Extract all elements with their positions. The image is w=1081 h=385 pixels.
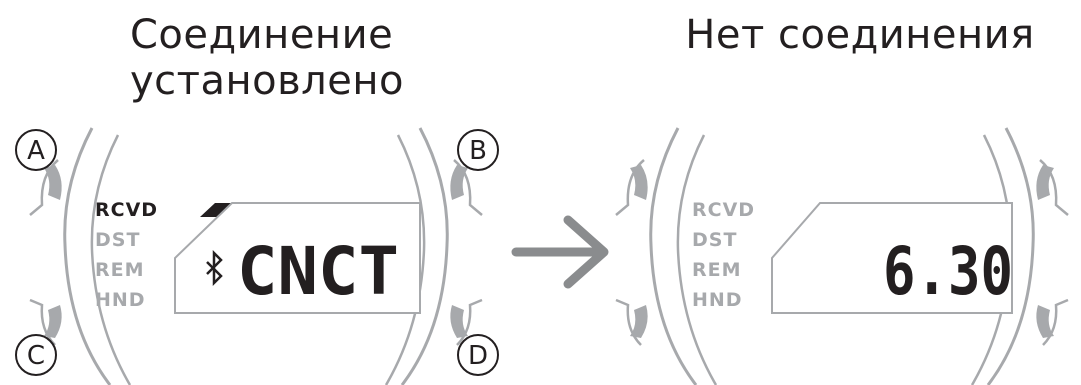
right-watch-lug-bottom-right (1042, 298, 1069, 346)
title-connected: Соединение установлено (130, 12, 404, 104)
button-c-letter: C (27, 341, 45, 371)
right-watch-pusher-a[interactable] (630, 165, 648, 200)
button-a-letter: A (27, 136, 45, 166)
left-watch-case-right (400, 127, 449, 385)
title-connected-line2: установлено (130, 58, 404, 104)
left-lug-top (29, 159, 59, 216)
right-lug-bottom (456, 298, 483, 346)
left-display-text: CNCT (237, 233, 399, 310)
button-label-b: B (457, 129, 499, 171)
right-mode-rcvd: RCVD (692, 199, 755, 221)
right-watch-pusher-c[interactable] (630, 305, 648, 338)
title-no-connection: Нет соединения (685, 12, 1035, 58)
right-watch-lug-top-right (1039, 159, 1069, 216)
bluetooth-icon (206, 249, 223, 287)
left-watch-case-left (63, 127, 112, 385)
pusher-c[interactable] (44, 305, 62, 338)
pusher-a[interactable] (44, 165, 62, 200)
right-watch-lug-top-left (615, 159, 645, 216)
left-lcd-frame (174, 202, 421, 314)
right-watch-case-left (649, 127, 698, 385)
button-d-letter: D (468, 341, 488, 371)
arrow-right-icon (511, 215, 609, 289)
right-mode-hnd: HND (692, 289, 743, 311)
left-mode-hnd: HND (95, 289, 146, 311)
right-lcd-frame (771, 202, 1013, 314)
left-mode-rem: REM (95, 259, 145, 281)
right-watch-pusher-b[interactable] (1036, 165, 1054, 200)
left-mode-rcvd: RCVD (95, 199, 158, 221)
right-watch-case-right (986, 127, 1035, 385)
left-mode-dst: DST (95, 229, 140, 251)
right-mode-rem: REM (692, 259, 742, 281)
pusher-b[interactable] (450, 165, 468, 200)
button-b-letter: B (469, 136, 487, 166)
right-mode-dst: DST (692, 229, 737, 251)
right-display-text: 6.30 (883, 233, 1013, 310)
button-label-d: D (457, 334, 499, 376)
right-lug-top (453, 159, 483, 216)
title-connected-line1: Соединение (130, 12, 394, 58)
right-watch: RCVD DST REM HND 6.30 (615, 127, 1069, 385)
button-label-c: C (15, 334, 57, 376)
right-watch-lug-bottom-left (615, 298, 642, 346)
right-watch-pusher-d[interactable] (1036, 305, 1054, 338)
left-watch-bezel-left (90, 134, 132, 385)
left-watch: A B C D RCVD DST REM HND CNCT (15, 127, 499, 385)
right-watch-bezel-left (676, 134, 718, 385)
left-watch-bezel-right (384, 134, 426, 385)
pusher-d[interactable] (450, 305, 468, 338)
button-label-a: A (15, 129, 57, 171)
